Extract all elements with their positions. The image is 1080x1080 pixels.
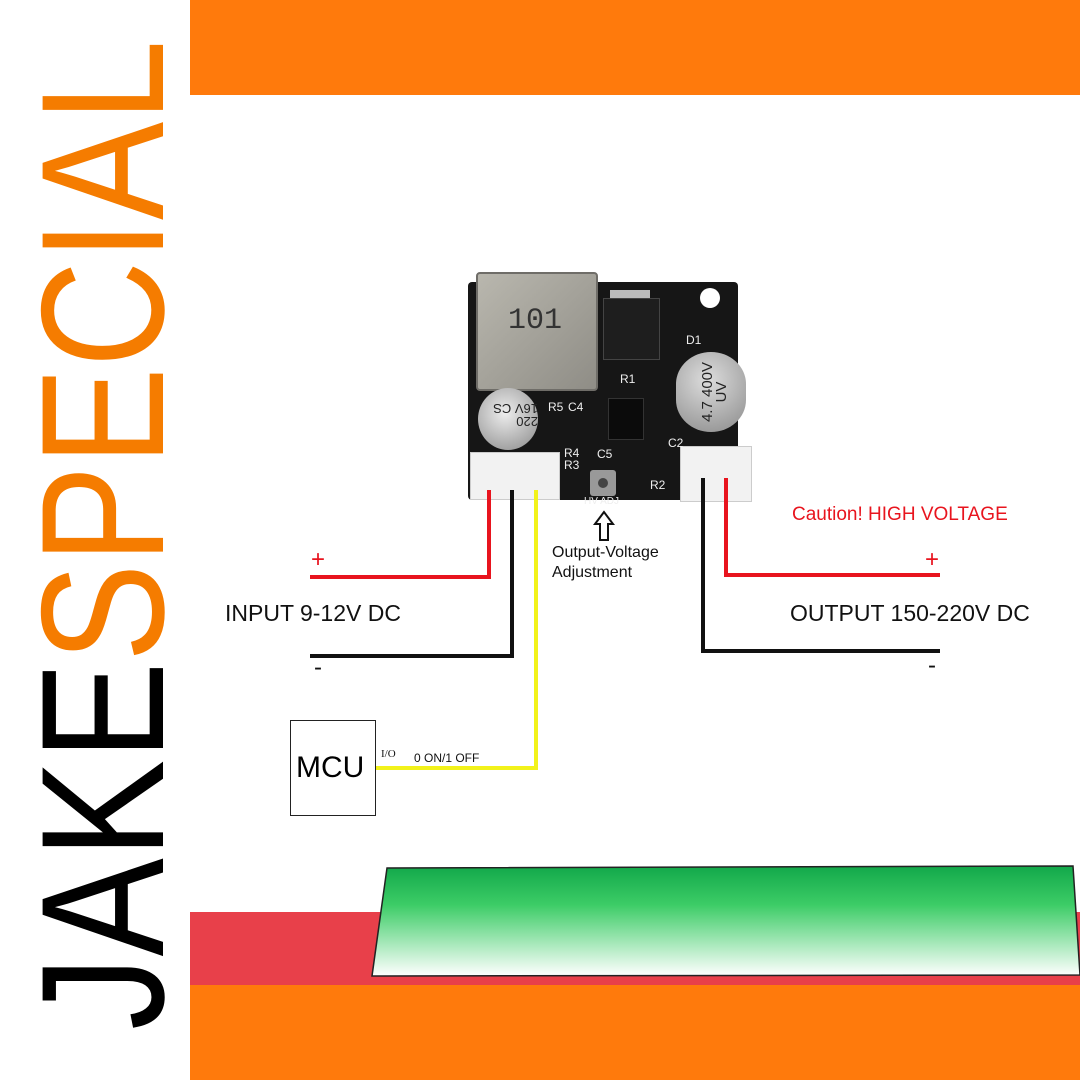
silk-c2: C2 xyxy=(668,436,684,450)
mosfet xyxy=(603,298,660,360)
silk-r5: R5 xyxy=(548,400,564,414)
silk-d1: D1 xyxy=(686,333,702,347)
output-negative-wire xyxy=(701,478,940,653)
silk-r4: R4 xyxy=(564,446,580,460)
mosfet-tab xyxy=(610,290,650,300)
hv-adjust-potentiometer[interactable] xyxy=(590,470,616,496)
inductor: 101 xyxy=(476,272,598,391)
silk-hv-adj: HV ADJ xyxy=(584,496,620,507)
silk-c4: C4 xyxy=(568,400,584,414)
enable-signal-wire xyxy=(375,490,538,770)
adjust-arrow-icon xyxy=(593,510,615,541)
io-signal-label: 0 ON/1 OFF xyxy=(414,751,480,765)
output-plus-label: + xyxy=(925,546,940,573)
logo-special: SPECIAL xyxy=(6,40,190,662)
controller-ic xyxy=(608,398,644,440)
input-negative-wire xyxy=(310,490,514,658)
input-connector xyxy=(470,452,560,500)
output-label: OUTPUT 150-220V DC xyxy=(790,600,1030,626)
top-orange-bar xyxy=(190,0,1080,95)
output-positive-wire xyxy=(724,478,940,577)
input-plus-label: + xyxy=(311,546,326,573)
mcu-box: MCU xyxy=(290,720,376,816)
input-minus-label: - xyxy=(314,654,322,681)
mcu-label: MCU xyxy=(296,751,365,784)
io-label: I/O xyxy=(381,748,396,760)
svg-text:JAKESPECIAL: JAKESPECIAL xyxy=(6,40,190,1030)
silk-r2: R2 xyxy=(650,478,666,492)
silk-r1: R1 xyxy=(620,372,636,386)
input-capacitor: 220 16V CS xyxy=(478,388,538,450)
silk-c5: C5 xyxy=(597,447,613,461)
adjust-label-line1: Output-Voltage xyxy=(552,544,659,561)
adjust-label-line2: Adjustment xyxy=(552,564,633,581)
caution-label: Caution! HIGH VOLTAGE xyxy=(792,504,1008,525)
bottom-orange-band xyxy=(190,985,1080,1080)
mounting-hole xyxy=(700,288,720,308)
output-connector xyxy=(680,446,752,502)
inductor-marking: 101 xyxy=(508,304,563,338)
input-label: INPUT 9-12V DC xyxy=(225,600,401,626)
silk-r3: R3 xyxy=(564,458,580,472)
input-positive-wire xyxy=(310,490,491,579)
logo-jake: JAKE xyxy=(6,662,190,1030)
high-voltage-capacitor: 4.7 400V UV xyxy=(676,352,746,432)
brand-logo: JAKESPECIAL xyxy=(6,40,190,1030)
output-minus-label: - xyxy=(928,652,936,679)
